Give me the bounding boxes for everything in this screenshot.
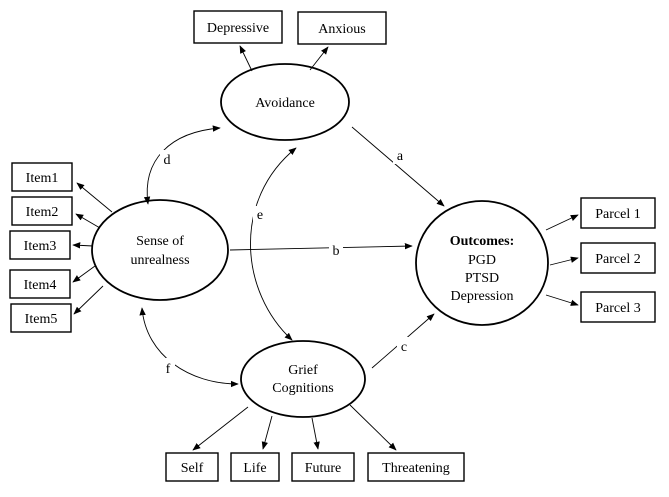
- path-f-knockout: [161, 358, 175, 376]
- indicator-threatening: Threatening: [382, 461, 450, 476]
- indicator-item2-box: [11, 196, 73, 226]
- path-d-knockout: [160, 150, 174, 168]
- arrow-grief-life: [261, 415, 273, 450]
- indicator-parcel2: Parcel 2: [595, 252, 640, 267]
- indicator-item5: Item5: [25, 312, 58, 327]
- arrow-grief-self: [192, 406, 249, 451]
- path-d-label: d: [164, 153, 171, 168]
- path-c-knockout: [397, 337, 411, 355]
- indicator-item1: Item1: [26, 171, 59, 186]
- sense-label-line1: Sense of: [136, 234, 184, 249]
- indicator-item3: Item3: [24, 239, 57, 254]
- indicator-life: Life: [243, 461, 266, 476]
- arrow-grief-threatening: [349, 404, 397, 451]
- arrow-sense-item2: [75, 213, 101, 229]
- indicator-self: Self: [181, 461, 204, 476]
- path-b-arrow: [229, 242, 413, 251]
- outcomes-oval: [415, 200, 549, 326]
- indicator-item2: Item2: [26, 205, 59, 220]
- indicator-anxious: Anxious: [318, 22, 365, 37]
- indicator-life-box: [230, 452, 280, 482]
- arrow-outcomes-parcel1: [545, 214, 579, 231]
- path-b-knockout: [329, 240, 343, 260]
- indicator-item4-box: [9, 269, 71, 299]
- arrow-sense-item3: [72, 242, 94, 249]
- path-f-curve: [139, 307, 239, 388]
- avoidance-label: Avoidance: [255, 96, 315, 111]
- indicator-parcel1: Parcel 1: [595, 207, 640, 222]
- indicator-item3-box: [9, 230, 71, 260]
- indicator-future: Future: [305, 461, 342, 476]
- path-e-label: e: [257, 208, 263, 223]
- indicator-parcel2-box: [580, 242, 656, 274]
- indicator-self-box: [165, 452, 219, 482]
- indicator-depressive: Depressive: [207, 21, 269, 36]
- grief-oval: [240, 340, 366, 418]
- sense-label-line2: unrealness: [130, 253, 189, 268]
- arrow-sense-item1: [76, 182, 113, 213]
- indicator-item4: Item4: [24, 278, 57, 293]
- path-f-label: f: [166, 362, 171, 377]
- grief-label-line1: Grief: [288, 363, 318, 378]
- arrow-sense-item5: [73, 285, 104, 315]
- arrow-avoid-anxious: [309, 46, 329, 71]
- arrow-sense-item4: [72, 265, 96, 283]
- arrow-avoid-depressive: [239, 45, 253, 72]
- path-c-label: c: [401, 340, 407, 355]
- indicator-depressive-box: [193, 10, 283, 44]
- outcomes-item-pgd: PGD: [468, 253, 496, 268]
- indicator-parcel3: Parcel 3: [595, 301, 640, 316]
- avoidance-oval: [220, 63, 350, 141]
- outcomes-title: Outcomes:: [450, 234, 515, 249]
- sense-oval: [91, 199, 229, 301]
- path-d-curve: [143, 125, 221, 205]
- path-b-label: b: [333, 244, 340, 259]
- arrow-outcomes-parcel2: [549, 256, 579, 266]
- grief-label-line2: Cognitions: [272, 381, 333, 396]
- path-a-arrow: [351, 126, 445, 207]
- path-e-knockout: [253, 206, 267, 224]
- indicator-future-box: [291, 452, 355, 482]
- indicator-parcel1-box: [580, 197, 656, 229]
- path-a-knockout: [393, 146, 407, 164]
- indicator-item1-box: [11, 162, 73, 192]
- indicator-parcel3-box: [580, 291, 656, 323]
- arrow-outcomes-parcel3: [545, 294, 579, 306]
- indicator-threatening-box: [367, 452, 465, 482]
- outcomes-item-ptsd: PTSD: [465, 271, 499, 286]
- path-e-curve: [250, 147, 297, 341]
- path-a-label: a: [397, 149, 404, 164]
- arrow-grief-future: [311, 417, 320, 450]
- indicator-item5-box: [10, 303, 72, 333]
- outcomes-item-depression: Depression: [451, 289, 514, 304]
- indicator-anxious-box: [297, 11, 387, 45]
